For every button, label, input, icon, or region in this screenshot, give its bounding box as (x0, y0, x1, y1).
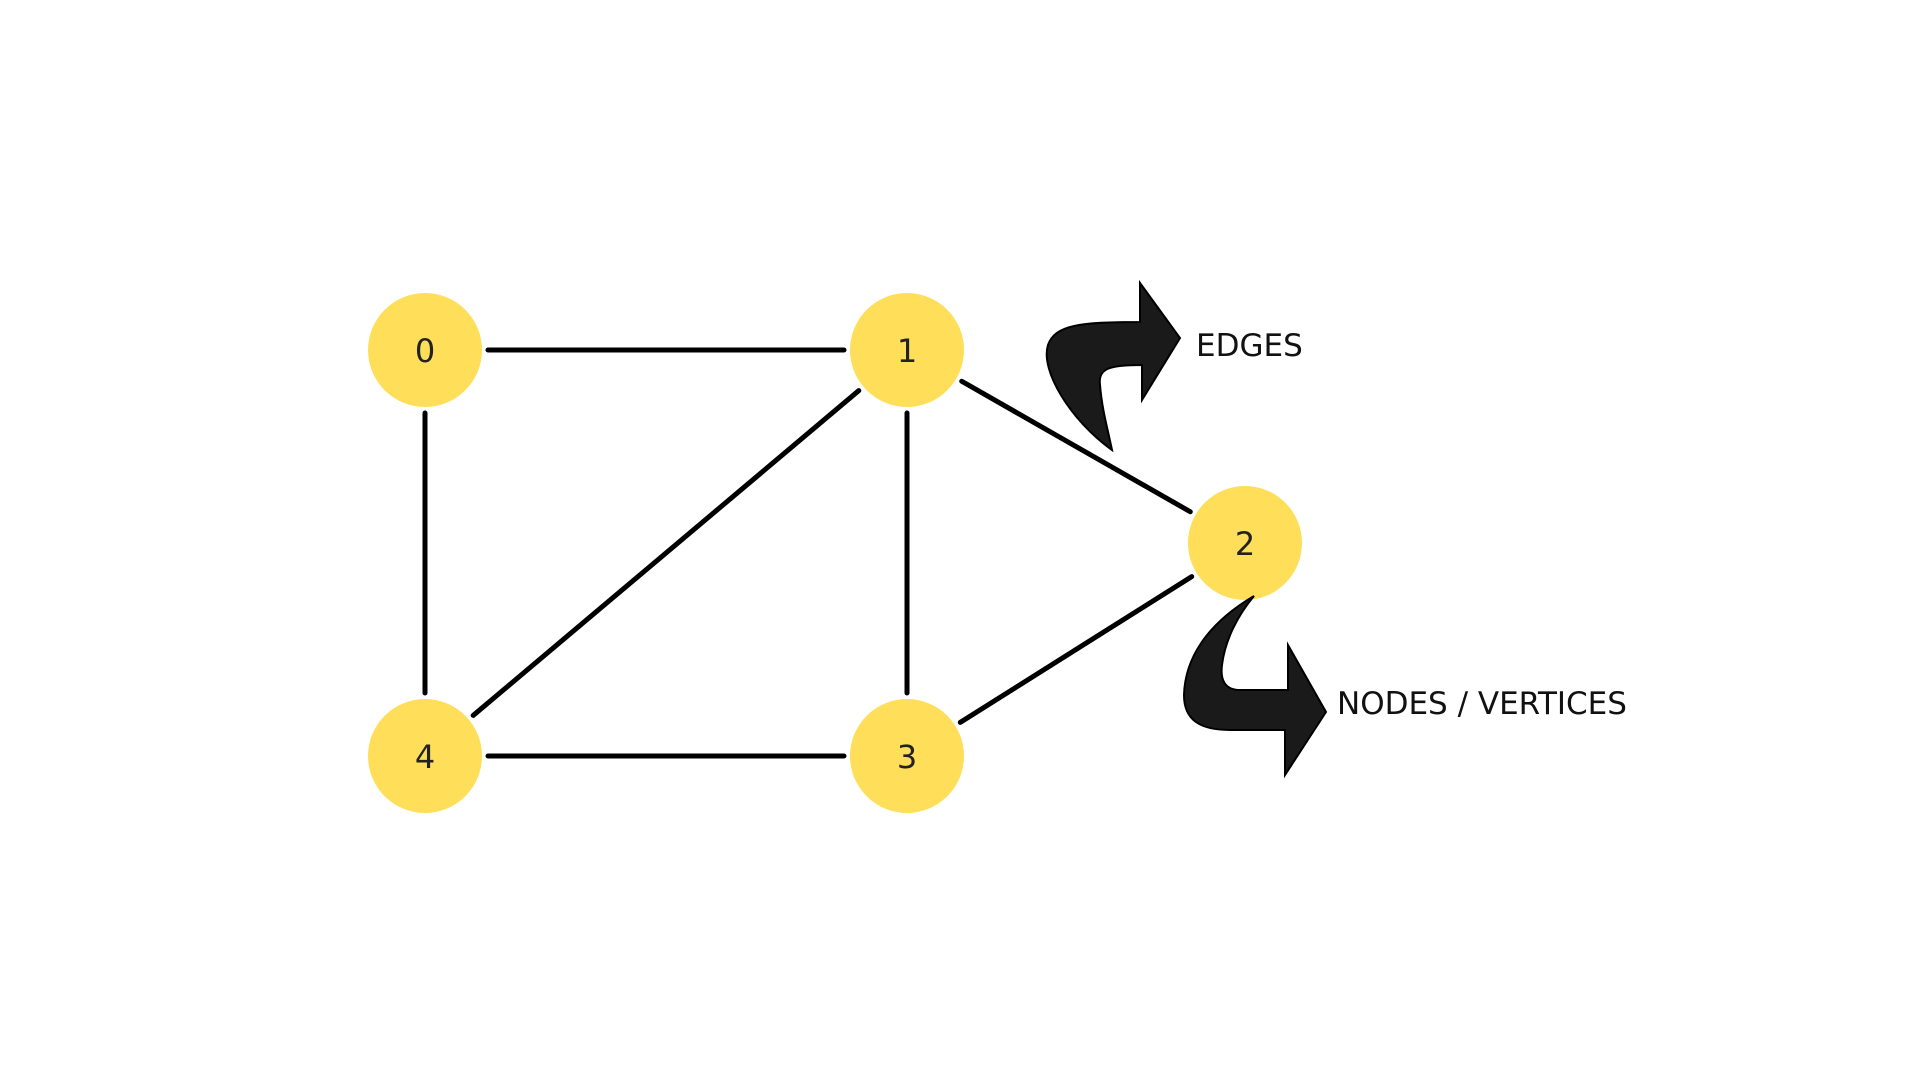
node-circle (850, 699, 964, 813)
node-3: 3 (850, 699, 964, 813)
edge-1-4 (470, 388, 862, 718)
edge-2-3 (957, 574, 1195, 725)
nodes-vertices-label: NODES / VERTICES (1337, 686, 1627, 722)
node-label: 1 (897, 332, 917, 370)
node-label: 3 (897, 738, 917, 776)
nodes-group: 0 1 2 3 4 (368, 293, 1302, 813)
edges-label: EDGES (1196, 328, 1303, 364)
edges-arrow-icon (1045, 279, 1182, 453)
edge-1-2 (959, 378, 1193, 515)
edges-group (422, 347, 1195, 759)
nodes-arrow-icon (1182, 595, 1328, 779)
node-circle (368, 293, 482, 407)
node-4: 4 (368, 699, 482, 813)
node-label: 2 (1235, 525, 1255, 563)
node-label: 0 (415, 332, 435, 370)
node-1: 1 (850, 293, 964, 407)
node-0: 0 (368, 293, 482, 407)
node-circle (368, 699, 482, 813)
node-circle (850, 293, 964, 407)
node-circle (1188, 486, 1302, 600)
node-label: 4 (415, 738, 435, 776)
node-2: 2 (1188, 486, 1302, 600)
